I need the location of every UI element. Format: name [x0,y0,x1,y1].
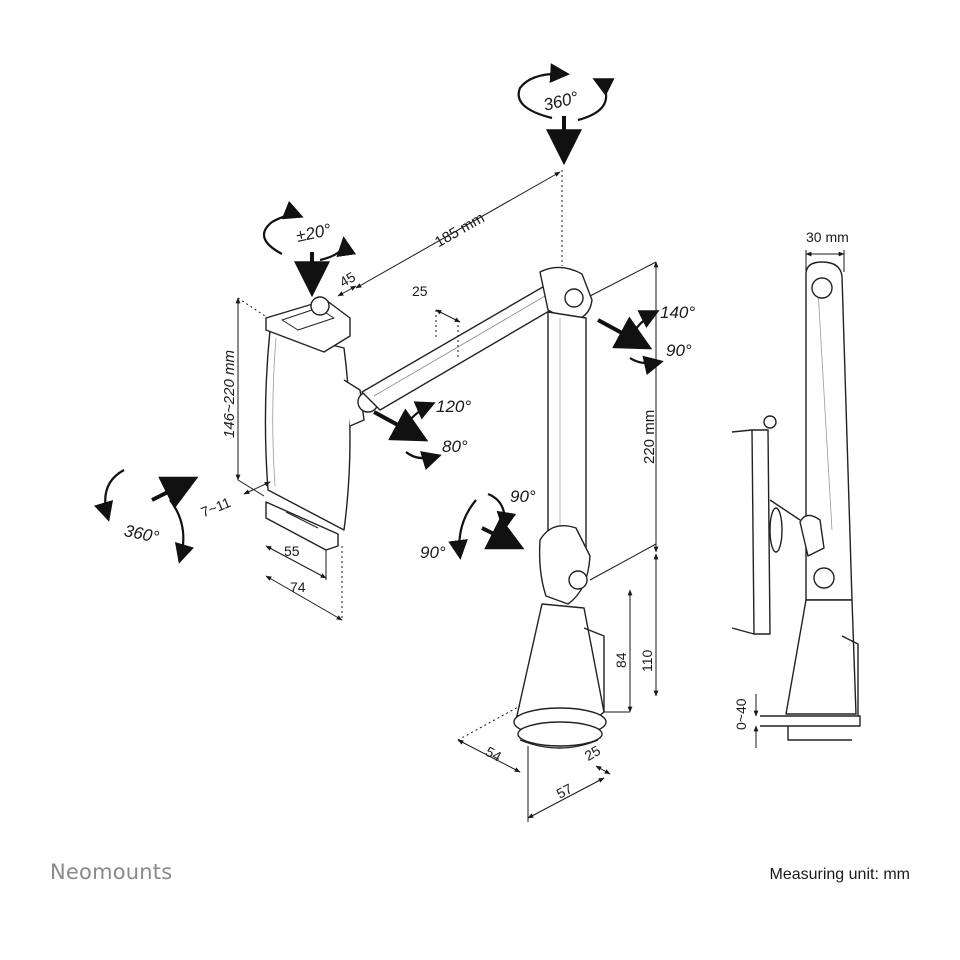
label-arm-185: 185 mm [432,209,487,251]
label-offset-25: 25 [412,283,428,299]
dimension-lines [235,170,845,822]
unit-note: Measuring unit: mm [769,866,911,883]
tilt-20-icon [262,200,304,255]
rotation-arrows [94,63,664,564]
lower-joint [568,570,588,590]
bottom-clamp [265,501,339,551]
label-360-top: 360° [541,88,580,115]
label-spin-360: 360° [122,521,161,547]
label-base-110: 110 [639,649,655,672]
tablet-holder-plate [264,329,351,531]
elbow-joint [564,288,584,308]
label-elbow-90: 90° [666,341,692,360]
label-base-54: 54 [483,743,504,765]
label-pole-220: 220 mm [641,410,658,464]
side-view-drawing [731,261,861,741]
label-offset-45: 45 [337,268,359,290]
label-desk-thickness: 0~40 [733,698,749,730]
label-holder-depth: 7~11 [199,494,233,520]
side-pole [805,261,853,601]
label-elbow-140: 140° [660,303,695,322]
label-tilt-20: ±20° [295,220,333,246]
holder-spin-360-icon [94,469,125,522]
label-lower-90-left: 90° [420,543,446,562]
brand-logo: Neomounts [50,860,173,884]
side-holder [751,429,771,635]
vertical-pole [547,311,587,549]
lower-joint-rotate-icon [448,499,477,560]
label-holder-height: 146~220 mm [221,350,238,438]
horizontal-arm [361,283,569,411]
rotate-360-top-icon [517,63,570,120]
label-clamp-74: 74 [290,579,306,595]
label-base-57: 57 [554,780,575,802]
label-lower-90-right: 90° [510,487,536,506]
label-base-84: 84 [613,652,629,668]
label-base-25: 25 [582,742,604,764]
label-joint-120: 120° [436,397,471,416]
mount-drawing [264,266,607,749]
elbow-tilt-icon [627,310,660,341]
side-base [785,599,857,715]
holder-joint-tilt-icon [401,401,436,431]
labels: 360° ±20° 185 mm 45 25 146~220 mm 7~11 5… [122,88,848,802]
label-clamp-55: 55 [284,543,300,559]
label-joint-80: 80° [442,437,468,456]
label-side-30: 30 mm [806,229,849,245]
